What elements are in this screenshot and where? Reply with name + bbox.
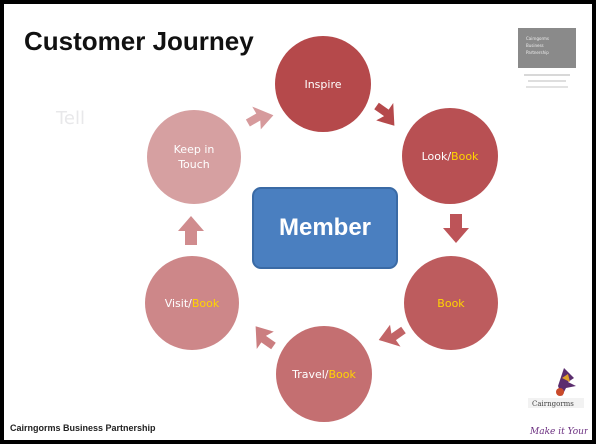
arrow-visit-to-keep bbox=[178, 216, 204, 245]
logo-script: Make it Yours bbox=[529, 427, 588, 437]
faint-text: Tell bbox=[56, 108, 86, 129]
logo-bottom-text: Cairngorms bbox=[532, 400, 574, 408]
node-book: Book bbox=[404, 256, 498, 350]
arrow-look-to-book bbox=[443, 214, 469, 243]
footer-text: Cairngorms Business Partnership bbox=[10, 423, 156, 433]
logo-line-2: Business bbox=[526, 43, 544, 48]
node-keep-line1: Keep in bbox=[173, 143, 215, 156]
node-travel-highlight: Book bbox=[328, 367, 356, 381]
member-label: Member bbox=[278, 214, 372, 241]
node-book-highlight: Book bbox=[437, 296, 465, 310]
member-box: Member bbox=[252, 187, 398, 269]
arrow-travel-to-visit bbox=[255, 326, 276, 350]
node-look-label: Look/ bbox=[421, 149, 452, 163]
node-inspire: Inspire bbox=[275, 36, 371, 132]
logo-line-1: Cairngorms bbox=[526, 36, 549, 41]
arrow-inspire-to-look bbox=[374, 102, 395, 126]
node-keep-in-touch: Keep in Touch bbox=[147, 110, 241, 204]
node-visit-book: Visit/Book bbox=[145, 256, 239, 350]
cbp-logo: Cairngorms Business Partnership bbox=[518, 28, 576, 88]
node-inspire-label: Inspire bbox=[304, 77, 342, 91]
make-it-yours-logo: Cairngorms Make it Yours bbox=[528, 368, 588, 437]
node-visit-highlight: Book bbox=[191, 296, 220, 310]
node-keep-line2: Touch bbox=[178, 158, 210, 171]
node-travel-book: Travel/Book bbox=[276, 326, 372, 422]
slide: Customer Journey Tell Cairngorms Busines… bbox=[4, 4, 592, 440]
node-look-book: Look/Book bbox=[402, 108, 498, 204]
node-visit-label: Visit/ bbox=[164, 296, 192, 310]
node-look-highlight: Book bbox=[451, 149, 479, 163]
node-travel-label: Travel/ bbox=[292, 367, 329, 381]
arrow-book-to-travel bbox=[378, 324, 406, 347]
logo-line-3: Partnership bbox=[526, 50, 549, 55]
slide-title: Customer Journey bbox=[24, 26, 254, 56]
arrow-keep-to-inspire bbox=[245, 106, 274, 130]
